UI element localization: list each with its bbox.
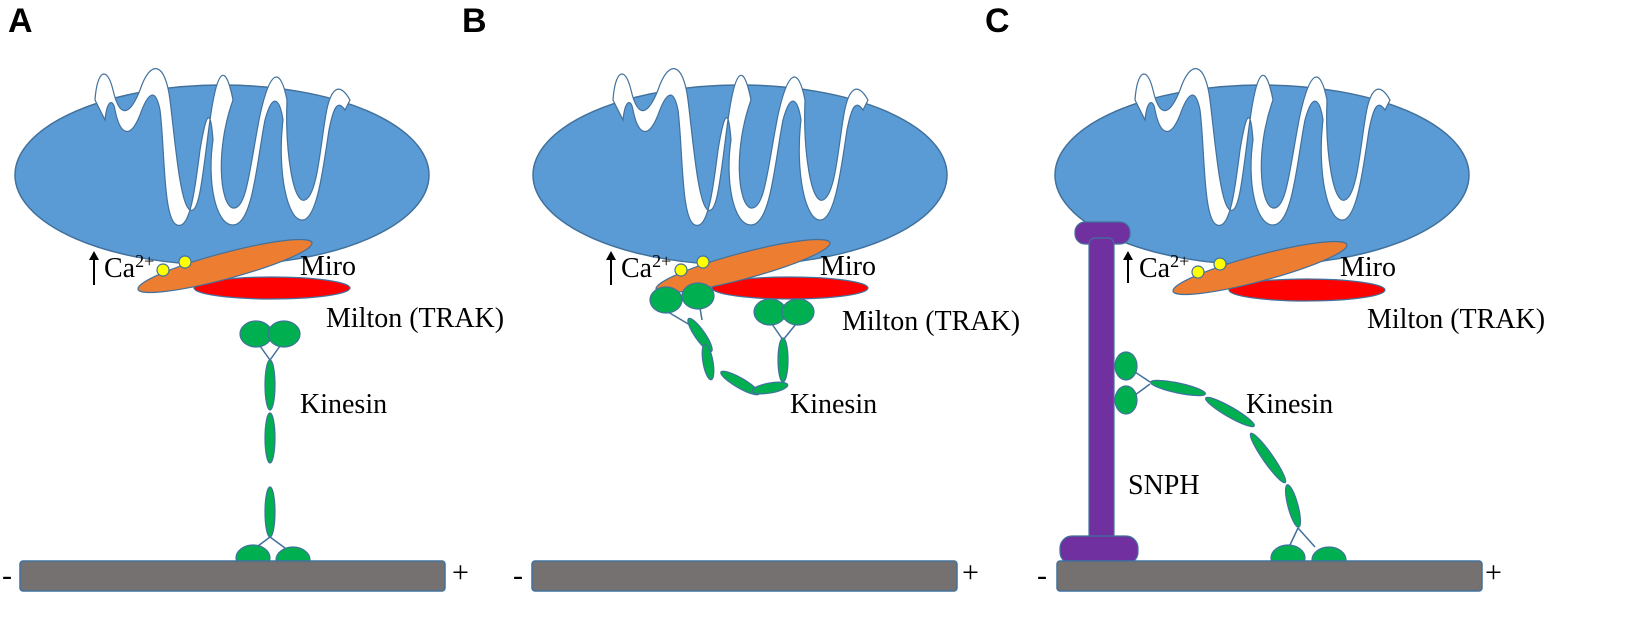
kinesin-stalk bbox=[1205, 396, 1255, 428]
kinesin-motor bbox=[649, 282, 815, 396]
calcium-increase-arrow bbox=[606, 251, 616, 285]
calcium-label: Ca2+ bbox=[621, 251, 671, 284]
kinesin-label: Kinesin bbox=[1246, 389, 1333, 420]
microtubule bbox=[531, 560, 958, 592]
panel-a: A Ca2+ Miro Milton (TRAK) Kinesin bbox=[2, 2, 504, 592]
kinesin-light-chain bbox=[1114, 351, 1138, 381]
kinesin-stalk bbox=[687, 317, 713, 353]
kinesin-light-chain bbox=[267, 320, 301, 348]
calcium-ion bbox=[696, 255, 710, 269]
milton-label: Milton (TRAK) bbox=[1367, 304, 1545, 335]
mitochondrion bbox=[14, 68, 430, 266]
plus-end-label: + bbox=[1485, 556, 1502, 589]
panel-b: B Ca2+ Miro Milton (TRAK) Kinesi bbox=[462, 2, 1020, 592]
milton-protein bbox=[1228, 278, 1386, 302]
kinesin-label: Kinesin bbox=[790, 389, 877, 420]
miro-label: Miro bbox=[820, 251, 876, 282]
calcium-ion bbox=[178, 255, 192, 269]
milton-label: Milton (TRAK) bbox=[842, 306, 1020, 337]
miro-protein bbox=[137, 238, 313, 294]
kinesin-motor bbox=[1114, 351, 1347, 574]
snph-base bbox=[1059, 535, 1139, 565]
kinesin-stalk bbox=[1149, 379, 1207, 397]
panel-b-letter: B bbox=[462, 2, 487, 40]
kinesin-stalk bbox=[1249, 432, 1287, 484]
snph-label: SNPH bbox=[1128, 470, 1200, 501]
minus-end-label: - bbox=[1037, 559, 1047, 592]
kinesin-stalk bbox=[701, 343, 715, 381]
calcium-label: Ca2+ bbox=[1139, 251, 1189, 284]
kinesin-stalk bbox=[777, 337, 789, 383]
kinesin-light-chain bbox=[753, 298, 787, 326]
kinesin-stalk bbox=[751, 381, 789, 395]
kinesin-stalk bbox=[264, 486, 276, 538]
kinesin-light-chain bbox=[681, 282, 715, 310]
kinesin-stalk bbox=[1284, 484, 1302, 528]
kinesin-stalk bbox=[264, 359, 276, 411]
calcium-ion bbox=[674, 263, 688, 277]
kinesin-stalk bbox=[264, 412, 276, 464]
calcium-increase-arrow bbox=[89, 251, 99, 285]
kinesin-light-chain bbox=[239, 320, 273, 348]
miro-label: Miro bbox=[1340, 252, 1396, 283]
kinesin-light-chain bbox=[1114, 385, 1138, 415]
calcium-ion bbox=[1213, 257, 1227, 271]
kinesin-light-chain bbox=[781, 298, 815, 326]
panel-c: C Ca2+ Miro Milton (TRAK) SNPH bbox=[985, 2, 1545, 592]
plus-end-label: + bbox=[962, 556, 979, 589]
snph-protein bbox=[1059, 221, 1139, 565]
panel-c-letter: C bbox=[985, 2, 1010, 40]
milton-label: Milton (TRAK) bbox=[326, 303, 504, 334]
minus-end-label: - bbox=[2, 559, 12, 592]
calcium-ion bbox=[156, 263, 170, 277]
calcium-label: Ca2+ bbox=[104, 251, 154, 284]
kinesin-light-chain bbox=[649, 286, 683, 314]
plus-end-label: + bbox=[452, 556, 469, 589]
milton-protein bbox=[193, 276, 351, 300]
microtubule bbox=[19, 560, 446, 592]
panel-a-letter: A bbox=[8, 2, 33, 40]
kinesin-motor bbox=[235, 320, 311, 574]
calcium-increase-arrow bbox=[1123, 251, 1133, 283]
mitochondrion bbox=[532, 68, 948, 266]
milton-protein bbox=[711, 276, 869, 300]
kinesin-label: Kinesin bbox=[300, 389, 387, 420]
snph-shaft bbox=[1088, 237, 1115, 549]
minus-end-label: - bbox=[513, 559, 523, 592]
miro-label: Miro bbox=[300, 251, 356, 282]
microtubule bbox=[1056, 560, 1483, 592]
miro-protein bbox=[1172, 240, 1348, 296]
calcium-ion bbox=[1191, 265, 1205, 279]
